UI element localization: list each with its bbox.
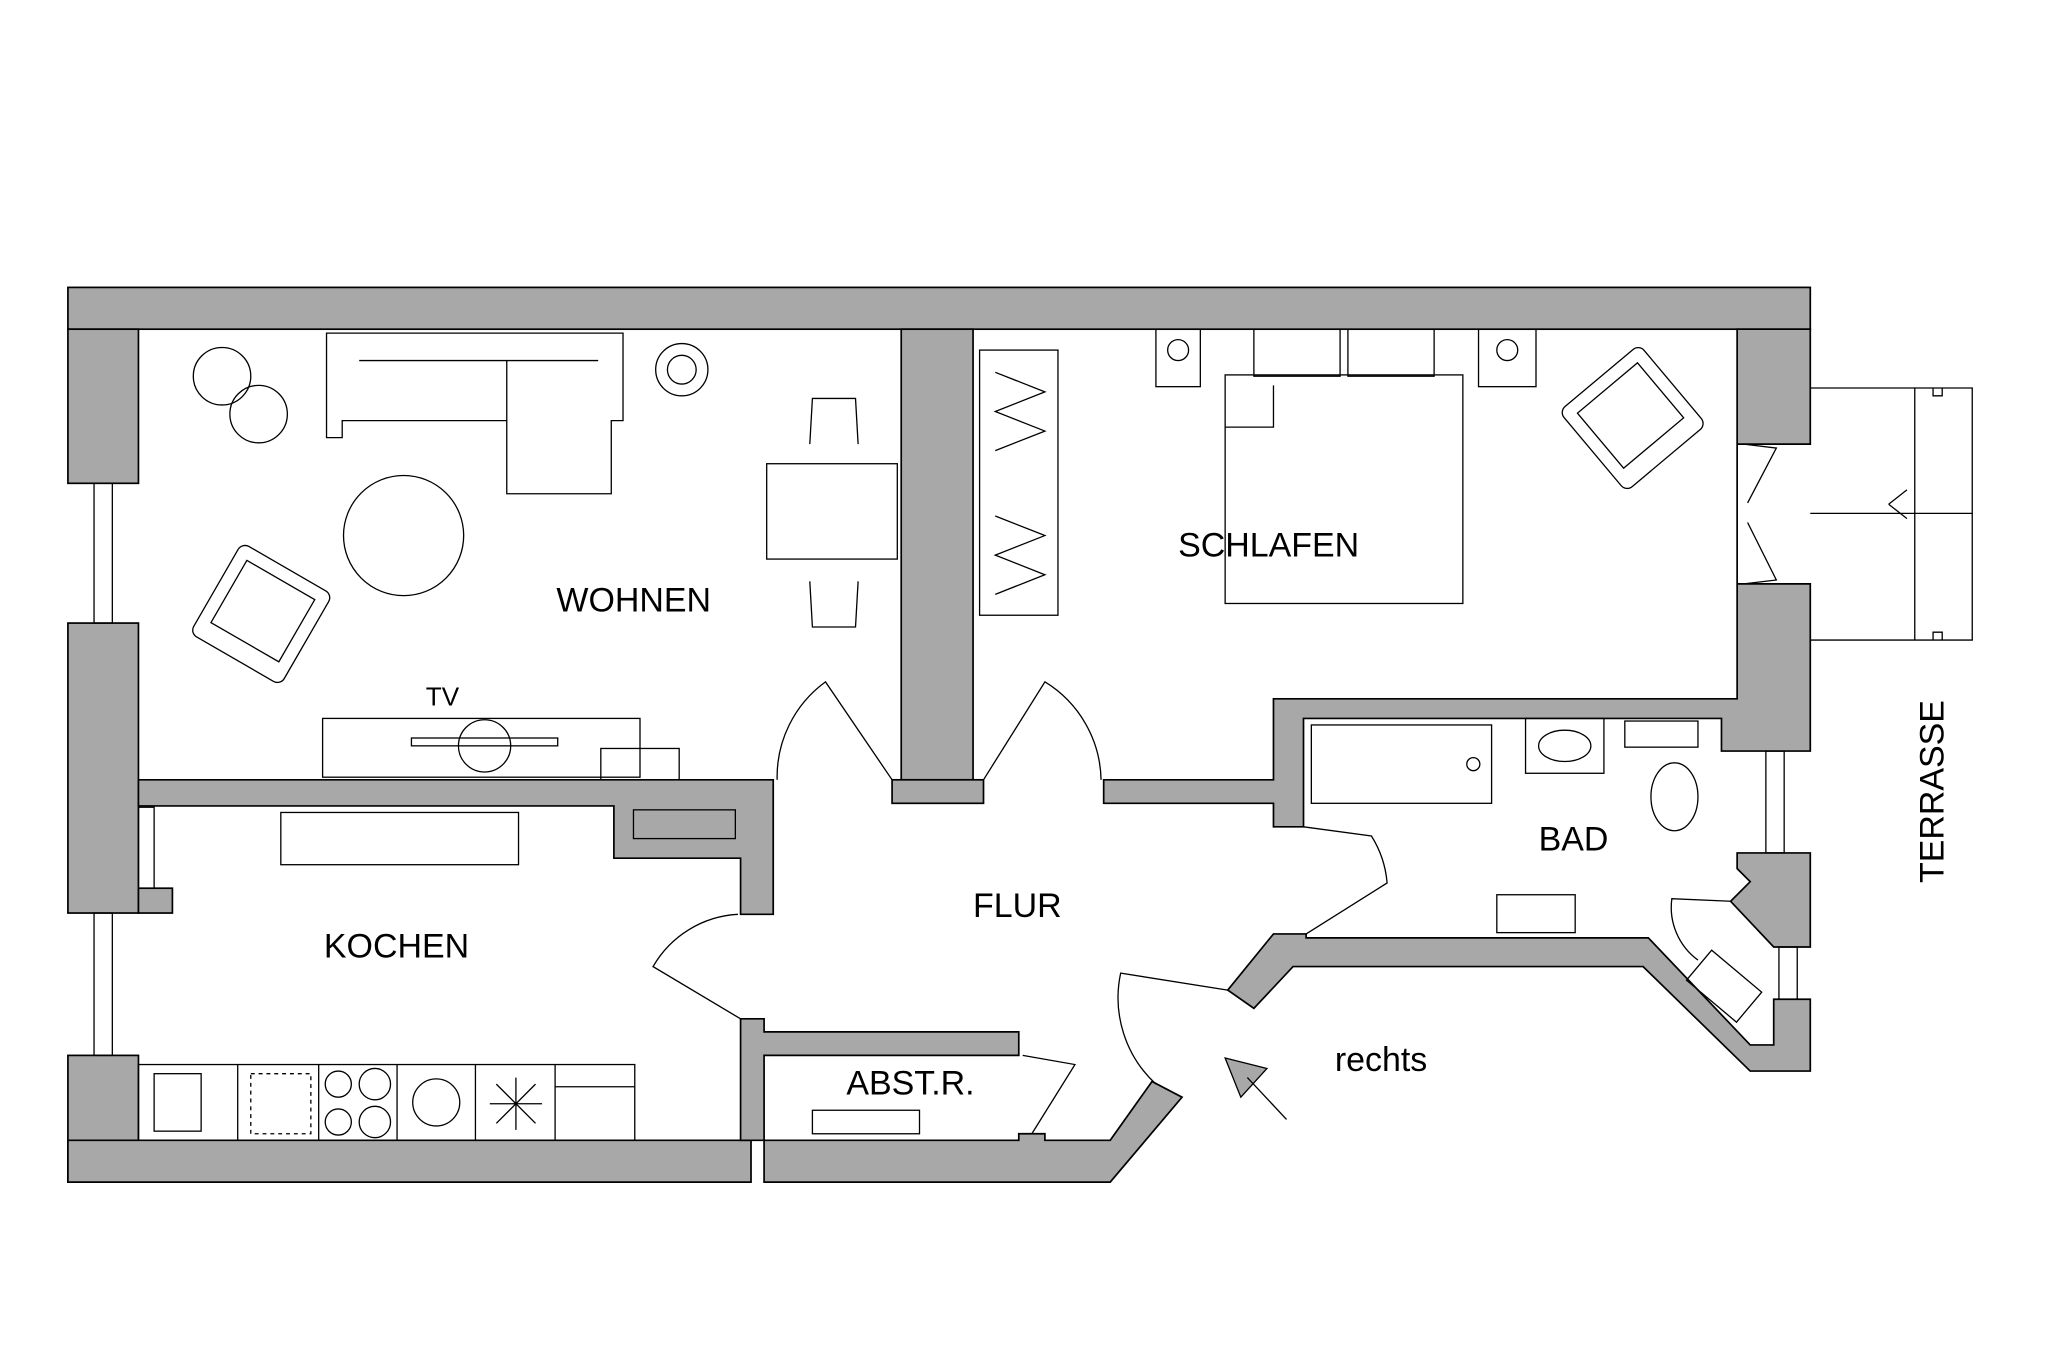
room-label-abstellraum: ABST.R. — [846, 1065, 974, 1103]
doors — [652, 443, 1778, 1135]
windows — [93, 482, 1798, 1057]
walls — [67, 286, 1812, 1183]
entrance-label: rechts — [1335, 1041, 1427, 1079]
room-label-schlafen: SCHLAFEN — [1178, 526, 1359, 564]
room-label-wohnen: WOHNEN — [556, 581, 711, 619]
room-label-flur: FLUR — [973, 887, 1062, 925]
furniture — [137, 328, 1763, 1141]
tv-label: TV — [426, 681, 460, 711]
room-label-kochen: KOCHEN — [324, 927, 469, 965]
terrace — [1810, 387, 1973, 641]
entrance-arrow — [1224, 1057, 1288, 1120]
terrace-label: TERRASSE — [1914, 700, 1952, 883]
room-label-bad: BAD — [1539, 820, 1609, 858]
